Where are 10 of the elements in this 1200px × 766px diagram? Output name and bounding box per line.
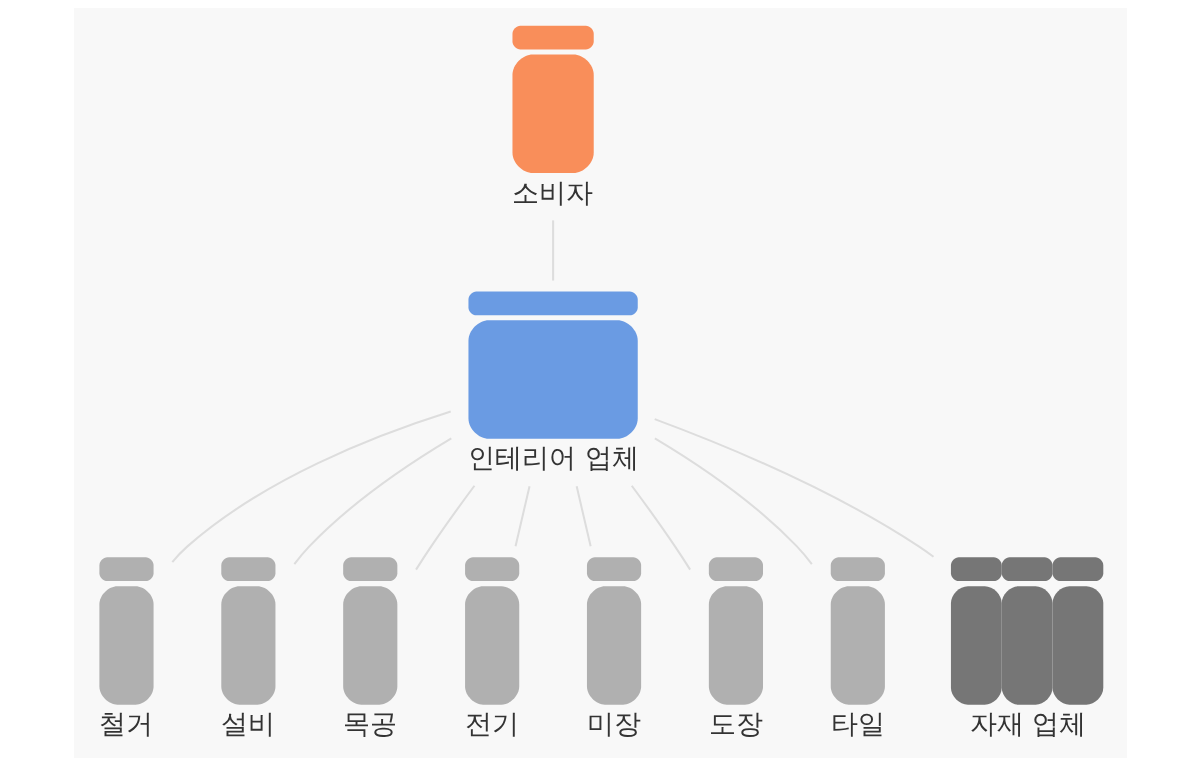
node-label: 철거 [98,708,153,740]
node-label: 자재 업체 [969,708,1086,740]
node-label: 전기 [464,708,519,740]
node-label: 타일 [830,708,885,740]
node-label: 인테리어 업체 [467,442,639,474]
node-label: 미장 [586,708,641,740]
node-label: 설비 [220,708,275,740]
node-label: 도장 [708,708,763,740]
node-label: 소비자 [511,176,593,208]
node-label: 목공 [342,708,397,740]
